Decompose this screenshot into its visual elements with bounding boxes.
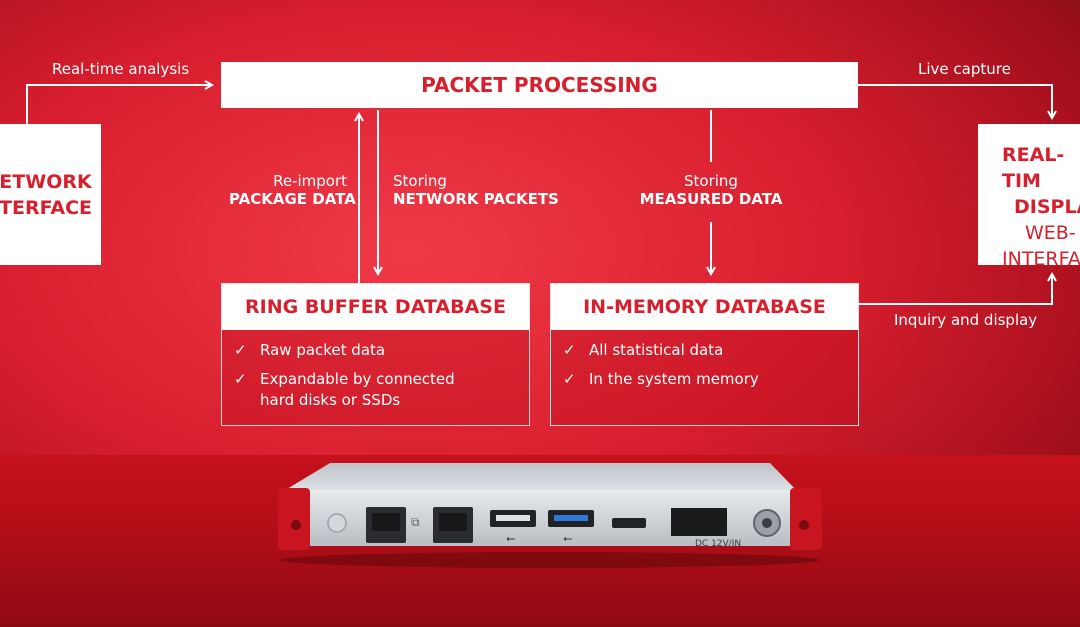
check-icon: ✓ xyxy=(234,341,247,359)
label-storing-measured-bold: MEASURED DATA xyxy=(639,190,783,208)
realtime-line2: DISPLA xyxy=(1014,196,1080,218)
packet-processing-title: PACKET PROCESSING xyxy=(421,73,658,97)
network-interface-box: ETWORK TERFACE xyxy=(0,124,101,265)
in-memory-item-2: In the system memory xyxy=(589,370,759,388)
packet-processing-box: PACKET PROCESSING xyxy=(221,62,858,108)
network-appliance-device: ⧉ ⭠ ⭠ DC 12V/IN xyxy=(278,463,822,568)
label-inquiry: Inquiry and display xyxy=(894,311,1038,329)
label-reimport: Re-import PACKAGE DATA xyxy=(229,172,356,208)
in-memory-item-1: All statistical data xyxy=(589,341,724,359)
network-interface-line1: ETWORK xyxy=(0,171,92,193)
realtime-line4: INTERFA xyxy=(1002,248,1080,270)
label-reimport-top: Re-import xyxy=(273,172,347,190)
ring-buffer-item-1: Raw packet data xyxy=(260,341,386,359)
arrow-live-capture xyxy=(858,84,1052,118)
list-item: ✓ Raw packet data xyxy=(234,340,529,361)
in-memory-panel: IN-MEMORY DATABASE ✓ All statistical data… xyxy=(550,283,859,426)
label-live-capture: Live capture xyxy=(918,60,1011,78)
label-realtime-analysis: Real-time analysis xyxy=(52,60,190,78)
check-icon: ✓ xyxy=(563,341,576,359)
power-label: DC 12V/IN xyxy=(695,539,741,549)
list-item: ✓ In the system memory xyxy=(563,369,858,390)
network-interface-line2: TERFACE xyxy=(0,197,92,219)
ring-buffer-panel: RING BUFFER DATABASE ✓ Raw packet data ✓ E… xyxy=(221,283,530,426)
realtime-line3: WEB- xyxy=(1025,222,1076,244)
ring-buffer-list: ✓ Raw packet data ✓ Expandable by connecte… xyxy=(222,330,529,411)
realtime-display-box: REAL-TIM DISPLA WEB- INTERFA xyxy=(978,124,1080,270)
arrow-inquiry xyxy=(858,274,1052,305)
label-reimport-bold: PACKAGE DATA xyxy=(229,190,356,208)
in-memory-title: IN-MEMORY DATABASE xyxy=(551,284,858,330)
ring-buffer-item-2: Expandable by connected hard disks or SS… xyxy=(260,370,455,409)
svg-text:⭠: ⭠ xyxy=(563,531,573,545)
svg-text:⧉: ⧉ xyxy=(411,515,420,529)
ring-buffer-title: RING BUFFER DATABASE xyxy=(222,284,529,330)
realtime-line1: REAL-TIM xyxy=(1002,144,1065,192)
check-icon: ✓ xyxy=(563,370,576,388)
arrow-realtime-analysis xyxy=(26,85,212,124)
label-storing-packets-bold: NETWORK PACKETS xyxy=(393,190,559,208)
in-memory-list: ✓ All statistical data ✓ In the system mem… xyxy=(551,330,858,390)
label-storing-packets: Storing NETWORK PACKETS xyxy=(393,172,559,208)
svg-text:⭠: ⭠ xyxy=(506,531,516,545)
list-item: ✓ All statistical data xyxy=(563,340,858,361)
label-storing-measured: Storing MEASURED DATA xyxy=(636,172,786,208)
label-storing-measured-top: Storing xyxy=(684,172,738,190)
check-icon: ✓ xyxy=(234,370,247,388)
label-storing-packets-top: Storing xyxy=(393,172,447,190)
list-item: ✓ Expandable by connected hard disks or S… xyxy=(234,369,529,411)
